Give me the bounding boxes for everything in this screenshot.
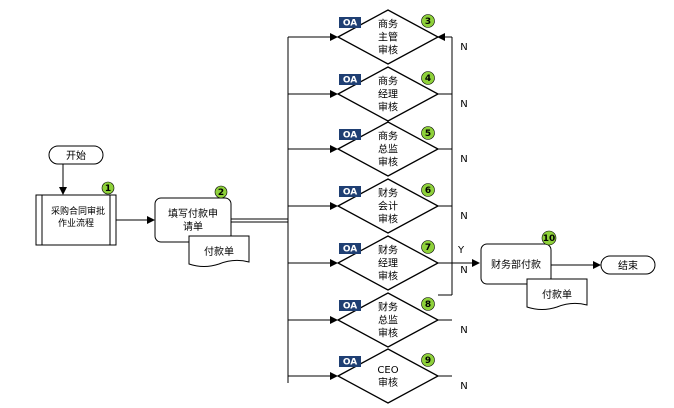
- n-label: N: [460, 325, 467, 336]
- decision-number: 7: [425, 243, 431, 253]
- decision-number: 4: [425, 74, 431, 84]
- oa-tag-label: OA: [343, 302, 357, 312]
- step2-badge: [214, 185, 228, 199]
- step10-process: 财务部付款 10: [480, 230, 557, 285]
- decision-number: 6: [425, 186, 431, 196]
- step2-number: 2: [218, 188, 224, 198]
- oa-tag-label: OA: [343, 358, 357, 368]
- decision-badge: [421, 297, 435, 311]
- decision-5-label-line3: 审核: [378, 156, 398, 169]
- decision-badge: [421, 240, 435, 254]
- n-label: N: [460, 99, 467, 110]
- decision-6-label-line3: 审核: [378, 213, 398, 226]
- decision-4-label-line2: 经理: [378, 88, 398, 101]
- decision-4-label-line1: 商务: [378, 75, 398, 88]
- payment-document-2-label: 付款单: [542, 288, 572, 301]
- step2-process: 填写付款申 请单 2: [154, 185, 232, 243]
- payment-document-label: 付款单: [204, 245, 234, 258]
- step1-subprocess: 采购合同审批 作业流程 1: [35, 181, 117, 246]
- step10-number: 10: [543, 234, 556, 244]
- step2-label-line1: 填写付款申: [168, 207, 218, 220]
- decision-3-label-line1: 商务: [378, 18, 398, 31]
- decision-number: 3: [425, 17, 431, 27]
- oa-tag-label: OA: [343, 245, 357, 255]
- oa-tag-label: OA: [343, 131, 357, 141]
- oa-tag: [339, 17, 361, 28]
- oa-tag: [339, 300, 361, 311]
- oa-tag: [339, 356, 361, 367]
- oa-tag-label: OA: [343, 19, 357, 29]
- decision-4-label-line3: 审核: [378, 101, 398, 114]
- n-label: N: [460, 42, 467, 53]
- decision-number: 8: [425, 300, 431, 310]
- step10-badge: [541, 230, 557, 246]
- decision-3-label-line2: 主管: [378, 31, 398, 44]
- decision-8-label-line3: 审核: [378, 327, 398, 340]
- decision-badge: [421, 71, 435, 85]
- step1-badge: [101, 181, 115, 195]
- oa-tag: [339, 186, 361, 197]
- step2-label-line2: 请单: [183, 220, 203, 233]
- step1-number: 1: [105, 184, 111, 194]
- oa-tag-label: OA: [343, 188, 357, 198]
- payment-document: 付款单: [188, 235, 250, 267]
- n-label: N: [460, 211, 467, 222]
- payment-document-2: 付款单: [526, 278, 588, 310]
- decision-8-label-line2: 总监: [378, 314, 398, 327]
- decision-diamond: [336, 9, 440, 65]
- decision-3-label-line3: 审核: [378, 44, 398, 57]
- start-label: 开始: [66, 149, 86, 162]
- n-label: N: [460, 381, 467, 392]
- decision-7-label-line2: 经理: [378, 257, 398, 270]
- decision-7-label-line1: 财务: [378, 244, 398, 257]
- end-label: 结束: [618, 259, 638, 272]
- end-terminal: 结束: [600, 255, 656, 275]
- oa-tag: [339, 243, 361, 254]
- start-terminal: 开始: [48, 145, 104, 165]
- step1-label-line1: 采购合同审批: [51, 205, 105, 217]
- oa-tag-label: OA: [343, 76, 357, 86]
- decision-number: 5: [425, 129, 431, 139]
- decision-badge: [421, 14, 435, 28]
- decision-7-label-line3: 审核: [378, 270, 398, 283]
- decision-5-label-line1: 商务: [378, 130, 398, 143]
- decision-6-label-line1: 财务: [378, 187, 398, 200]
- decision-badge: [421, 353, 435, 367]
- decision-6-label-line2: 会计: [378, 200, 398, 213]
- decision-5-label-line2: 总监: [378, 143, 398, 156]
- oa-tag: [339, 129, 361, 140]
- oa-tag: [339, 74, 361, 85]
- yes-label: Y: [457, 245, 465, 256]
- step10-label: 财务部付款: [491, 258, 541, 271]
- n-label: N: [460, 265, 467, 276]
- step1-label-line2: 作业流程: [58, 217, 94, 229]
- decision-badge: [421, 126, 435, 140]
- decision-9-label-line1: CEO: [377, 365, 398, 376]
- decision-number: 9: [425, 356, 431, 366]
- decision-9-label-line2: 审核: [378, 376, 398, 389]
- decision-8-label-line1: 财务: [378, 301, 398, 314]
- decision-badge: [421, 183, 435, 197]
- n-label: N: [460, 154, 467, 165]
